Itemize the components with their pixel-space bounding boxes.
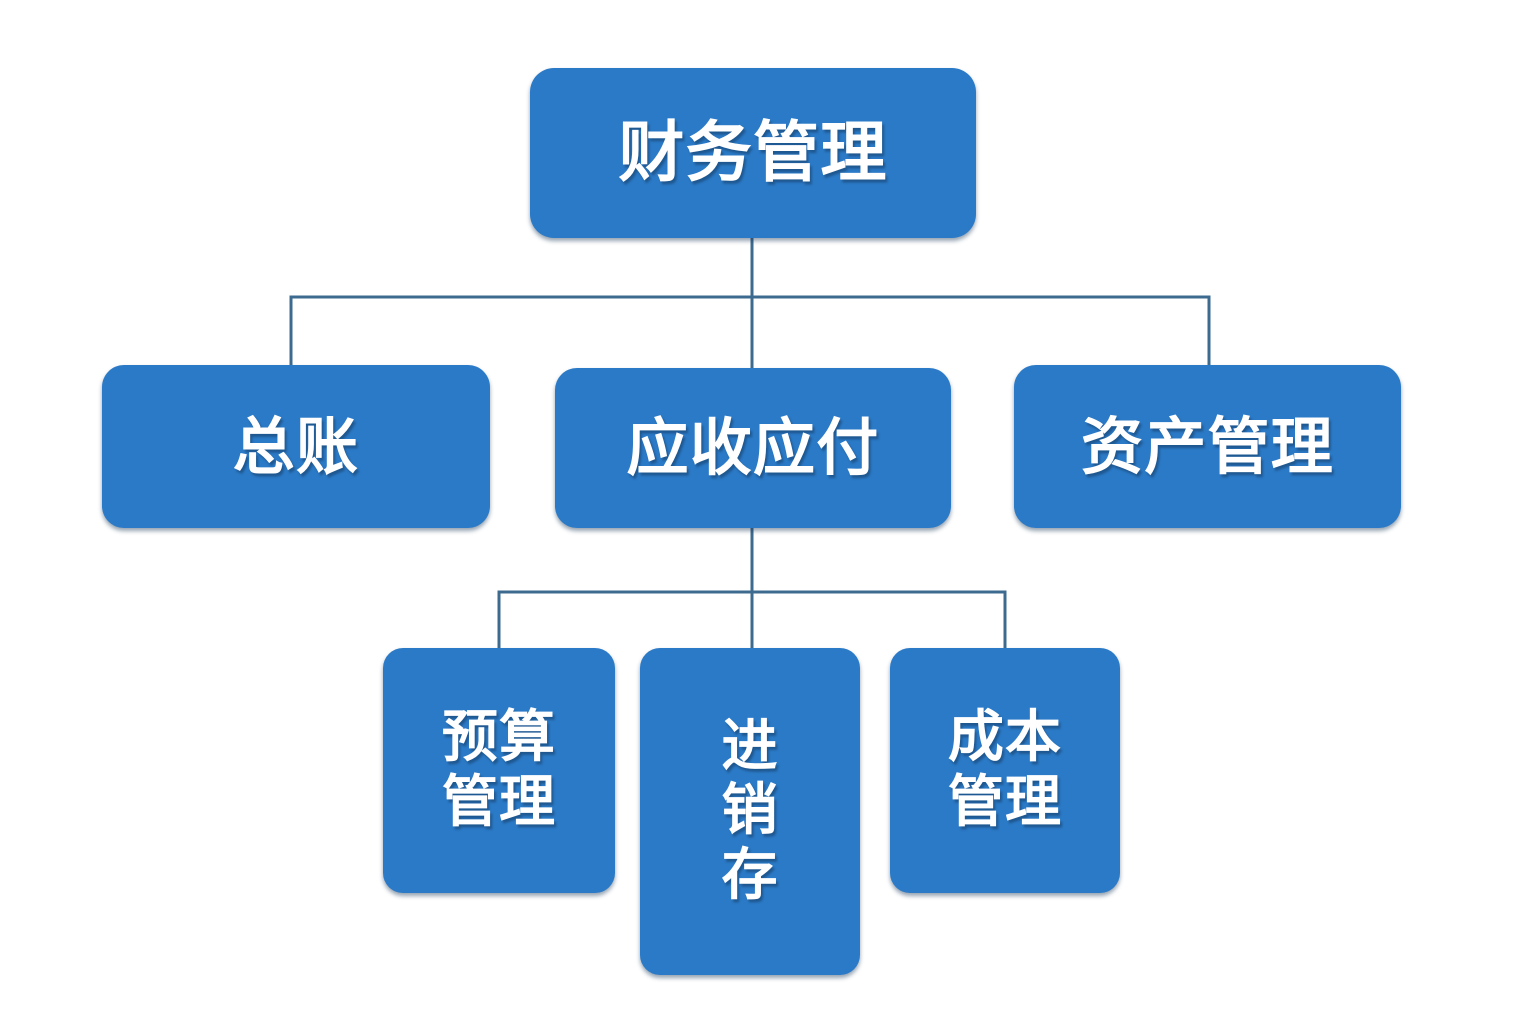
node-general-ledger[interactable]: 总账 [102,365,490,528]
node-accounts-receivable-payable[interactable]: 应收应付 [555,368,951,528]
node-label: 资产管理 [1081,409,1334,483]
node-label: 财务管理 [618,114,888,192]
node-label: 总账 [232,409,360,483]
node-budget-management[interactable]: 预算 管理 [383,648,615,893]
node-label: 预算 管理 [441,705,557,835]
node-cost-management[interactable]: 成本 管理 [890,648,1120,893]
node-asset-management[interactable]: 资产管理 [1014,365,1401,528]
node-label: 成本 管理 [947,705,1063,835]
node-purchase-sale-inventory[interactable]: 进 销 存 [640,648,860,975]
node-label: 应收应付 [626,411,880,485]
node-financial-management[interactable]: 财务管理 [530,68,976,238]
node-label: 进 销 存 [721,713,779,908]
